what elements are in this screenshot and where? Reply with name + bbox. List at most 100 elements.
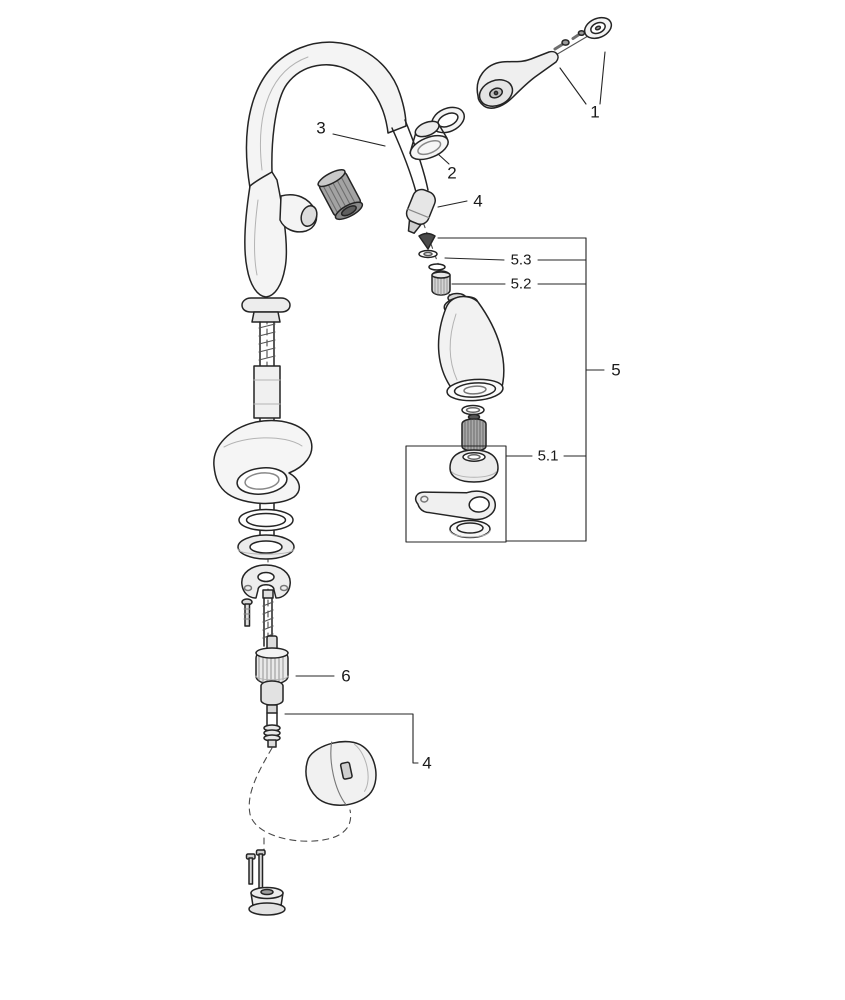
wand-tip-band xyxy=(407,208,430,219)
callout-5-1: 5.1 xyxy=(538,448,559,465)
leader-2 xyxy=(437,153,450,165)
callout-4-upper: 4 xyxy=(473,192,482,211)
callout-6: 6 xyxy=(341,667,350,686)
shank-threads xyxy=(258,323,276,361)
cap-ring-inner xyxy=(456,522,484,534)
callout-labels: 1 2 3 4 5.3 5.2 5 5.1 6 4 xyxy=(316,103,620,773)
spray-cap-ring xyxy=(449,519,491,539)
collar-face-hole xyxy=(340,205,357,217)
sleeve-lines xyxy=(253,379,281,405)
screw-threads xyxy=(243,608,251,620)
callout-2: 2 xyxy=(447,164,456,183)
deck-plate-hole-inner xyxy=(244,472,280,490)
pin-shaft xyxy=(258,853,264,889)
handle-assembly-part-1 xyxy=(476,16,613,109)
lever-pin-hole xyxy=(420,495,429,503)
nut-flange xyxy=(248,902,286,916)
weight-slot xyxy=(339,761,353,780)
lever-eye xyxy=(468,496,490,513)
stud-threads xyxy=(262,601,274,639)
regulator-ribs xyxy=(434,270,448,296)
cap-hole xyxy=(594,25,602,31)
hose-tube xyxy=(266,712,278,728)
spray-head-oring xyxy=(461,404,485,416)
handle-screw-dot xyxy=(493,90,499,96)
screw-a-head xyxy=(561,39,570,46)
bracket-center-hole xyxy=(257,571,275,583)
nut-hole xyxy=(260,888,274,896)
bottom-hardware xyxy=(245,849,286,916)
stud-nub xyxy=(262,589,274,599)
head-highlight xyxy=(449,313,458,381)
cone-base-hole xyxy=(417,140,442,156)
wand-tip-nozzle xyxy=(407,219,422,234)
handle-cap-disc xyxy=(583,16,613,40)
body-outline xyxy=(244,171,288,298)
leader-4-upper xyxy=(437,200,468,208)
handle-screw-a xyxy=(553,42,565,51)
oring-inner xyxy=(465,407,481,413)
trim-cone-lower xyxy=(409,120,449,161)
coupling-top xyxy=(255,647,289,659)
base-flange xyxy=(241,297,291,323)
callout-5: 5 xyxy=(611,361,620,380)
hose-edge xyxy=(391,127,417,193)
hose-end xyxy=(267,739,277,748)
coupling-knurl xyxy=(258,650,284,684)
supply-hose xyxy=(263,712,281,748)
docking-collar xyxy=(317,169,364,221)
check-valve-part-5-3 xyxy=(418,232,438,259)
wand-tip-part-4 xyxy=(405,188,436,234)
weight-body xyxy=(305,740,377,806)
bracket-wing-hole xyxy=(243,584,253,592)
deck-plate xyxy=(213,419,313,505)
collar-ribs xyxy=(321,173,357,216)
leader-1b xyxy=(599,51,606,105)
gasket-thin-inner xyxy=(245,512,287,528)
collar-top xyxy=(317,169,346,188)
shank-sleeve xyxy=(253,365,281,419)
oring-outer xyxy=(461,404,485,416)
faucet-body xyxy=(244,171,318,298)
dome-nut-hole-inner xyxy=(467,454,481,460)
flange-upper xyxy=(241,297,291,313)
deck-plate-crease xyxy=(223,437,303,448)
quick-coupling-part-6 xyxy=(255,635,289,714)
bracket-screw xyxy=(241,598,253,627)
cap-ring-depth xyxy=(449,530,491,538)
handle-screw-b xyxy=(571,33,581,40)
mounting-bracket xyxy=(241,564,291,647)
regulator-top xyxy=(431,271,451,279)
spray-head xyxy=(437,292,505,402)
coupling-lower xyxy=(260,680,284,706)
callout-4-lower: 4 xyxy=(422,754,431,773)
callout-5-2: 5.2 xyxy=(511,276,532,293)
flow-regulator-part-5-2 xyxy=(428,263,451,296)
weight-seam xyxy=(330,741,347,806)
dome-nut-hole xyxy=(462,452,486,462)
body-highlight xyxy=(253,199,259,276)
head-rim-inner xyxy=(453,382,497,398)
spray-dome-nut xyxy=(449,449,499,483)
check-valve-cone xyxy=(418,232,436,250)
trim-rings-part-2 xyxy=(409,106,465,161)
screw-shaft xyxy=(244,603,251,627)
coupling-tip xyxy=(266,704,278,714)
check-valve-washer xyxy=(418,249,438,259)
linework: 1 2 3 4 5.3 5.2 5 5.1 6 4 xyxy=(213,16,621,916)
gaskets xyxy=(237,508,295,560)
weight-shade xyxy=(354,743,369,792)
callout-1: 1 xyxy=(590,103,599,122)
coupling-groove xyxy=(255,675,289,681)
gasket-thick-inner xyxy=(249,540,283,554)
leader-1a xyxy=(559,67,587,105)
dome-nut-body xyxy=(449,449,499,483)
leader-5-3-left xyxy=(444,257,505,261)
spout-arc-outline xyxy=(245,41,407,189)
gasket-depth xyxy=(237,548,295,555)
flange-lower xyxy=(251,311,281,323)
cartridge-ribs xyxy=(464,419,484,451)
callout-leaders xyxy=(284,51,606,764)
